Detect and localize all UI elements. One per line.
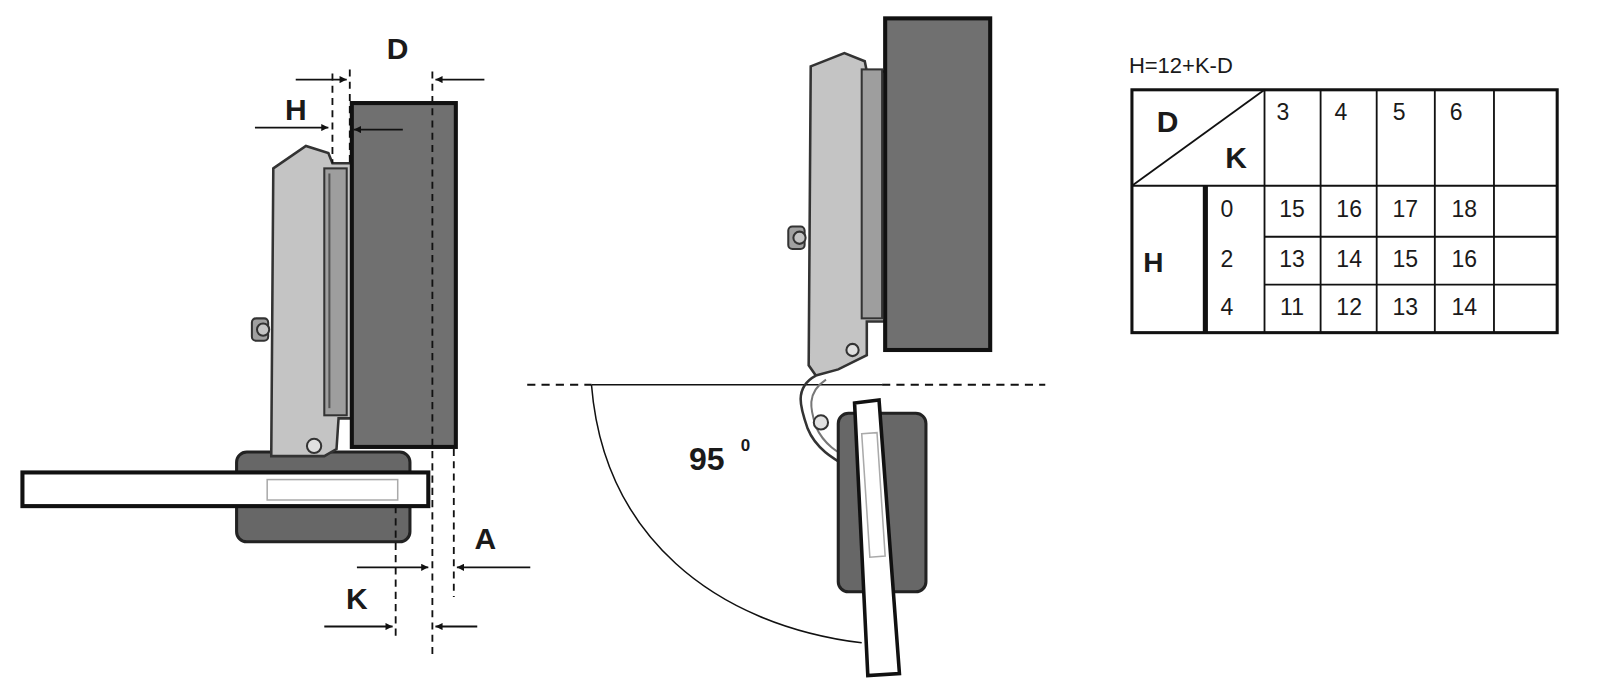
dimension-letter: H <box>285 95 307 125</box>
dimension-table <box>1132 90 1557 333</box>
table-cell: 4 <box>1220 296 1233 319</box>
angle-value: 95 <box>689 443 725 475</box>
drawing-stroke <box>267 480 398 500</box>
table-header: D <box>1157 107 1179 137</box>
drawing-stroke <box>354 129 403 131</box>
drawing-stroke <box>324 626 392 628</box>
drawing-stroke <box>862 433 885 557</box>
drawing-stroke <box>814 415 828 429</box>
drawing-stroke <box>453 449 455 597</box>
table-cell: 14 <box>1452 296 1478 319</box>
drawing-stroke <box>271 146 352 456</box>
drawing-stroke <box>1376 90 1378 333</box>
table-cell: 15 <box>1392 248 1418 271</box>
table-cell: 16 <box>1452 248 1478 271</box>
dimension-letter: A <box>475 524 497 554</box>
table-cell: 6 <box>1450 101 1463 124</box>
drawing-stroke <box>1320 90 1322 333</box>
drawing-stroke <box>846 344 858 356</box>
dimension-letter: K <box>346 584 368 614</box>
table-cell: 18 <box>1452 198 1478 221</box>
table-cell: 2 <box>1220 248 1233 271</box>
drawing-stroke <box>1265 284 1558 286</box>
drawing-stroke <box>357 566 428 568</box>
drawing-stroke <box>332 73 334 163</box>
drawing-stroke <box>307 439 321 453</box>
table-cell: 13 <box>1279 248 1305 271</box>
drawing-stroke <box>591 385 861 643</box>
drawing-stroke <box>255 127 328 129</box>
formula-text: H=12+K-D <box>1129 55 1233 77</box>
drawing-stroke <box>255 80 530 627</box>
drawing-stroke <box>1132 90 1557 333</box>
drawing-stroke <box>862 69 882 318</box>
drawing-stroke <box>22 472 428 506</box>
drawing-stroke <box>1434 90 1436 333</box>
open-hinge-view <box>527 18 1045 675</box>
drawing-stroke <box>352 103 456 447</box>
table-cell: 0 <box>1220 198 1233 221</box>
drawing-stroke <box>527 384 591 386</box>
table-header: K <box>1225 143 1247 173</box>
drawing-stroke <box>328 173 330 408</box>
drawing-stroke <box>324 168 346 415</box>
drawing-stroke <box>457 566 530 568</box>
table-cell: 3 <box>1276 101 1289 124</box>
table-cell: 4 <box>1335 101 1348 124</box>
drawing-stroke <box>793 232 805 244</box>
table-cell: 17 <box>1392 198 1418 221</box>
table-cell: 13 <box>1392 296 1418 319</box>
table-header: H <box>1143 249 1163 277</box>
drawing-stroke <box>882 384 1045 386</box>
table-cell: 15 <box>1279 198 1305 221</box>
dimension-letter: D <box>387 34 409 64</box>
drawing-stroke <box>1265 236 1558 238</box>
table-cell: 5 <box>1393 101 1406 124</box>
drawing-stroke <box>1493 90 1495 333</box>
angle-degree: 0 <box>741 437 750 454</box>
drawing-stroke <box>809 53 885 375</box>
drawing-stroke <box>591 384 882 386</box>
drawing-stroke <box>855 400 900 676</box>
drawing-stroke <box>435 626 477 628</box>
drawing-stroke <box>885 18 990 350</box>
drawing-stroke <box>332 69 453 658</box>
drawing-stroke <box>349 69 351 163</box>
drawing-stroke <box>435 79 484 81</box>
table-cell: 14 <box>1336 248 1362 271</box>
drawing-stroke <box>431 71 433 658</box>
table-cell: 16 <box>1336 198 1362 221</box>
drawing-stroke <box>1203 186 1208 333</box>
drawing-stroke <box>1264 90 1266 333</box>
drawing-stroke <box>296 79 347 81</box>
table-cell: 11 <box>1280 296 1304 319</box>
drawing-stroke <box>1132 90 1265 186</box>
left-hinge-view <box>22 69 530 658</box>
drawing-stroke <box>395 506 397 638</box>
drawing-stroke <box>257 323 269 335</box>
table-cell: 12 <box>1336 296 1362 319</box>
